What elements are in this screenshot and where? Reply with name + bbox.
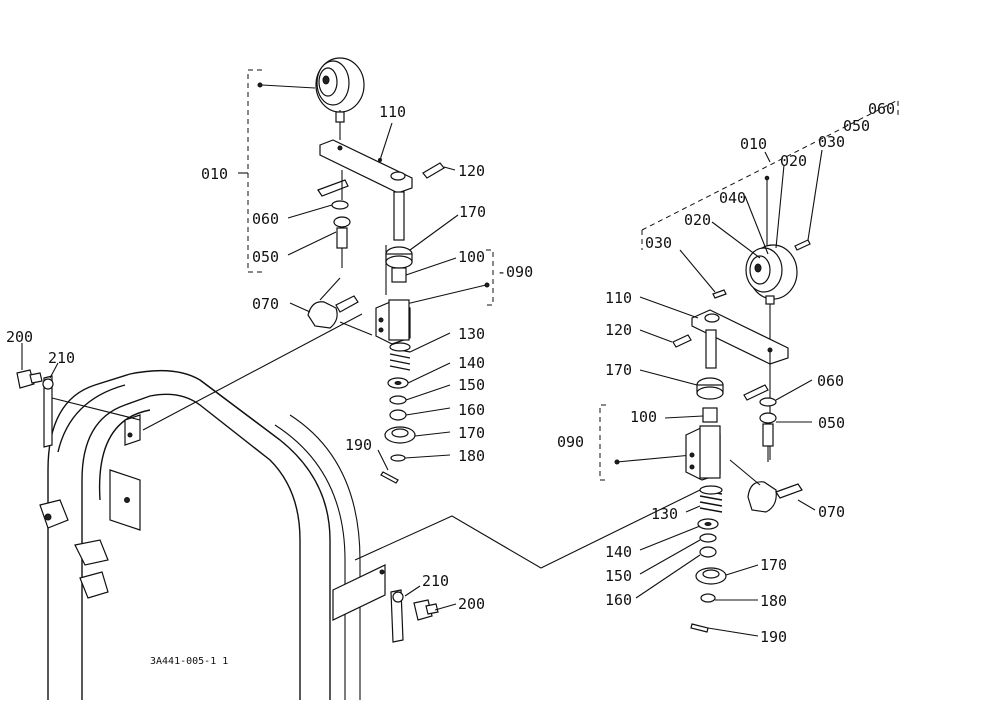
label-left-190: 190	[345, 436, 372, 454]
leader-left-assembly-to-frame	[142, 313, 363, 431]
label-right-090: 090	[557, 433, 584, 451]
label-right-110: 110	[605, 289, 632, 307]
frame-hardware-right	[390, 585, 457, 643]
label-right-040: 040	[719, 189, 746, 207]
label-right-030-a: 030	[818, 133, 845, 151]
label-right-150: 150	[605, 567, 632, 585]
label-right-020-b: 020	[684, 211, 711, 229]
leader-right-assembly-to-frame	[354, 489, 701, 569]
reference-code: 3A441-005-1 1	[150, 656, 228, 667]
label-frame-210-right: 210	[422, 572, 449, 590]
left-lamp-assembly	[238, 57, 494, 484]
label-right-020-a: 020	[780, 152, 807, 170]
label-right-030-b: 030	[645, 234, 672, 252]
label-right-010: 010	[740, 135, 767, 153]
label-left-140: 140	[458, 354, 485, 372]
label-right-180: 180	[760, 592, 787, 610]
label-left-050: 050	[252, 248, 279, 266]
label-right-130: 130	[651, 505, 678, 523]
label-right-100: 100	[630, 408, 657, 426]
label-left-170-bottom: 170	[458, 424, 485, 442]
label-right-190: 190	[760, 628, 787, 646]
label-right-050-b: 050	[818, 414, 845, 432]
frame-hardware-left	[16, 343, 141, 448]
label-left-090: -090	[497, 263, 533, 281]
label-right-160: 160	[605, 591, 632, 609]
label-right-170-top: 170	[605, 361, 632, 379]
rops-frame	[39, 369, 386, 700]
label-left-010: 010	[201, 165, 228, 183]
label-frame-210-left: 210	[48, 349, 75, 367]
frame-labels: 200 210 210 200	[6, 328, 485, 613]
label-right-060-b: 060	[817, 372, 844, 390]
label-right-170-bottom: 170	[760, 556, 787, 574]
label-left-180: 180	[458, 447, 485, 465]
label-left-150: 150	[458, 376, 485, 394]
label-left-120: 120	[458, 162, 485, 180]
label-left-160: 160	[458, 401, 485, 419]
label-right-140: 140	[605, 543, 632, 561]
right-lamp-assembly	[599, 99, 899, 637]
label-frame-200-left: 200	[6, 328, 33, 346]
label-left-070: 070	[252, 295, 279, 313]
label-left-060: 060	[252, 210, 279, 228]
label-left-110: 110	[379, 103, 406, 121]
label-left-130: 130	[458, 325, 485, 343]
label-right-120: 120	[605, 321, 632, 339]
label-left-100: 100	[458, 248, 485, 266]
label-right-070: 070	[818, 503, 845, 521]
label-right-060: 060	[868, 100, 895, 118]
right-assembly-labels: 010 020 030 050 060 040 020 030 110 120 …	[557, 100, 895, 646]
left-assembly-labels: 010 060 050 110 120 170 100 -090 070 130…	[201, 103, 533, 465]
label-right-050: 050	[843, 117, 870, 135]
label-left-170-top: 170	[459, 203, 486, 221]
label-frame-200-right: 200	[458, 595, 485, 613]
